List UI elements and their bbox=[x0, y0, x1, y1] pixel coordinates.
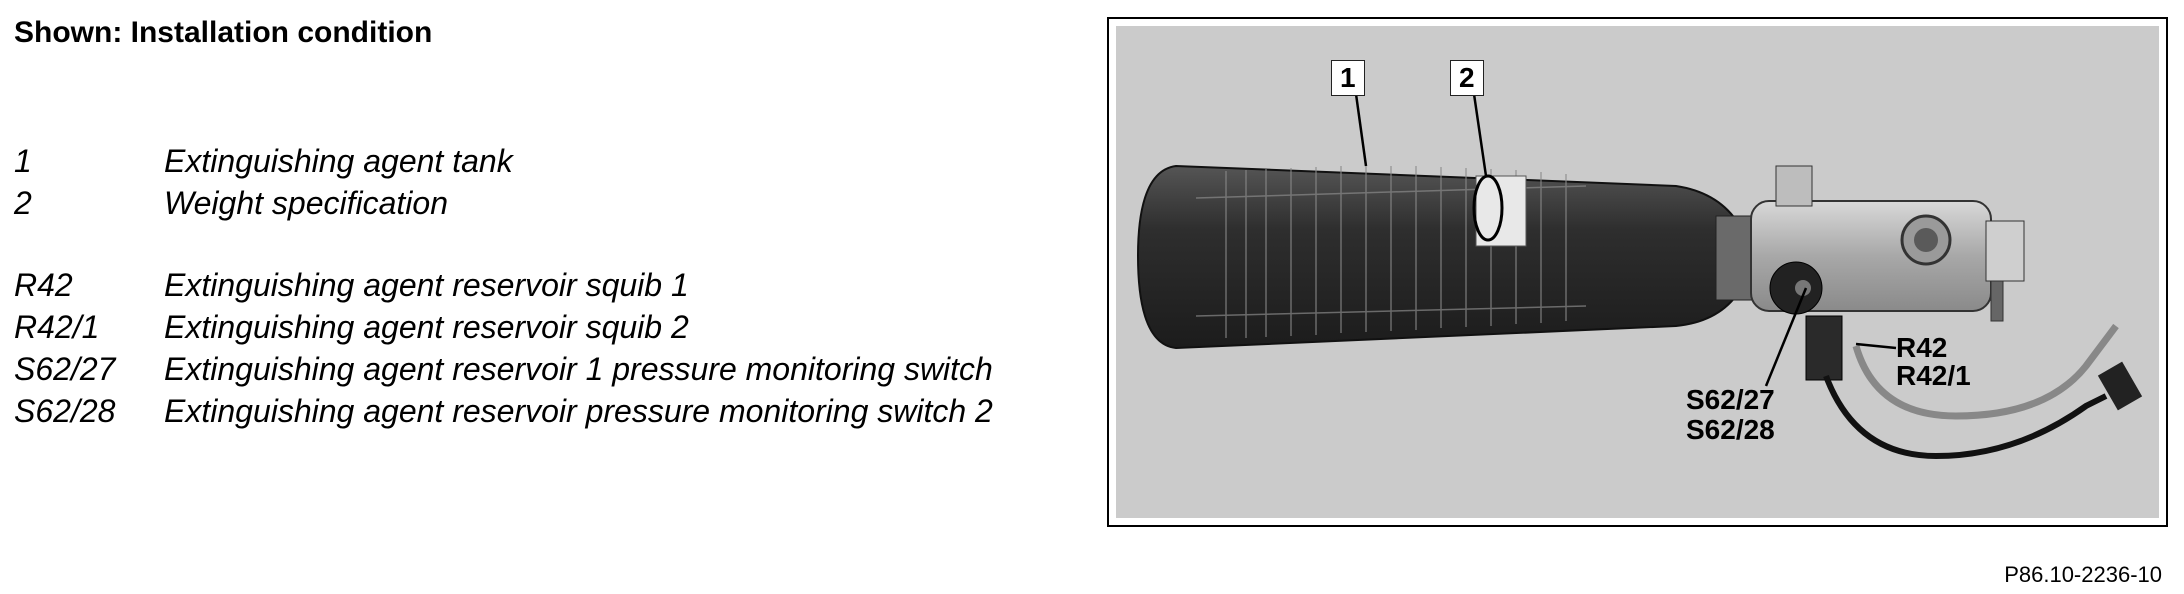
callout-2: 2 bbox=[1450, 60, 1484, 96]
valve-top-fitting bbox=[1775, 165, 1813, 207]
legend-row: 2 Weight specification bbox=[14, 184, 1014, 222]
weight-marker-ellipse bbox=[1472, 174, 1504, 242]
legend-code: 2 bbox=[14, 185, 32, 221]
legend-row: R42 Extinguishing agent reservoir squib … bbox=[14, 266, 1014, 304]
legend-code: R42/1 bbox=[14, 309, 100, 345]
leader-line-r42 bbox=[1855, 342, 1897, 350]
legend-code: R42 bbox=[14, 267, 73, 303]
leader-line-1 bbox=[1354, 93, 1368, 167]
pressure-switch bbox=[1805, 315, 1843, 381]
callout-r42-1: R42/1 bbox=[1896, 360, 1971, 391]
callout-s62-28: S62/28 bbox=[1686, 414, 1775, 445]
legend-description: Extinguishing agent tank bbox=[164, 143, 513, 179]
callout-r42: R42 bbox=[1896, 332, 1948, 363]
legend-code: S62/27 bbox=[14, 351, 116, 387]
tank-body bbox=[1136, 164, 1758, 350]
legend-row: S62/27 Extinguishing agent reservoir 1 p… bbox=[14, 350, 1014, 388]
figure-reference-code: P86.10-2236-10 bbox=[2004, 562, 2162, 587]
leader-line-2 bbox=[1472, 93, 1488, 177]
legend-group-electrical: R42 Extinguishing agent reservoir squib … bbox=[14, 266, 1014, 430]
cable-grey bbox=[1852, 323, 2119, 420]
legend-row: 1 Extinguishing agent tank bbox=[14, 142, 1014, 180]
legend-description: Extinguishing agent reservoir 1 pressure… bbox=[164, 351, 993, 387]
valve-end-cap bbox=[1985, 220, 2025, 282]
legend-group-components: 1 Extinguishing agent tank 2 Weight spec… bbox=[14, 142, 1014, 222]
legend-description: Extinguishing agent reservoir squib 2 bbox=[164, 309, 689, 345]
legend: 1 Extinguishing agent tank 2 Weight spec… bbox=[14, 142, 1014, 434]
legend-row: R42/1 Extinguishing agent reservoir squi… bbox=[14, 308, 1014, 346]
extinguisher-illustration bbox=[1136, 93, 2143, 460]
leader-line-s62 bbox=[1764, 287, 1808, 387]
legend-row: S62/28 Extinguishing agent reservoir pre… bbox=[14, 392, 1014, 430]
page-title: Shown: Installation condition bbox=[14, 16, 433, 49]
tank-neck bbox=[1715, 215, 1757, 301]
figure-frame: 1 2 R42 R42/1 S62/27 S62/28 bbox=[1107, 17, 2168, 527]
legend-code: 1 bbox=[14, 143, 32, 179]
cable-black bbox=[1823, 374, 2108, 460]
cable-plug bbox=[2097, 361, 2143, 411]
figure-photo: 1 2 R42 R42/1 S62/27 S62/28 bbox=[1116, 26, 2159, 518]
legend-code: S62/28 bbox=[14, 393, 116, 429]
callout-1: 1 bbox=[1331, 60, 1365, 96]
legend-description: Extinguishing agent reservoir pressure m… bbox=[164, 393, 993, 429]
legend-description: Weight specification bbox=[164, 185, 448, 221]
cable-clip bbox=[1990, 280, 2004, 322]
callout-s62-27: S62/27 bbox=[1686, 384, 1775, 415]
legend-description: Extinguishing agent reservoir squib 1 bbox=[164, 267, 689, 303]
